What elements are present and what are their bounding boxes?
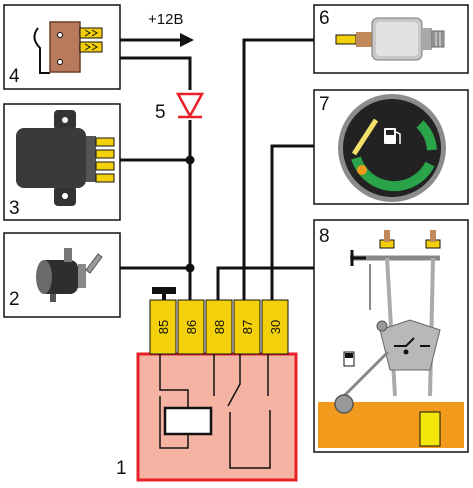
component-number: 8 [319,226,330,247]
relay-pin-label: 85 [156,320,171,334]
fuel-level-sensor-icon [318,230,464,448]
relay-pin-label: 88 [212,320,227,334]
relay-icon [136,287,298,482]
wire-4-to-diode [120,56,192,90]
component-number: 3 [9,198,20,219]
wire-30-to-7 [270,144,318,300]
relay-pins: 85 86 88 87 30 [149,299,289,355]
pressure-sensor-icon [335,17,445,61]
relay-pin [205,299,233,355]
wire-87-to-6 [242,38,318,300]
supply-label: +12В [148,11,183,28]
component-number: 2 [9,289,20,310]
component-number: 1 [116,458,127,479]
sensor-switch-icon [33,21,103,74]
relay-pin [261,299,289,355]
component-number: 6 [319,8,330,29]
relay-pin [177,299,205,355]
relay-block-icon [16,110,115,206]
relay-pin [149,299,177,355]
junction-dot [185,263,195,273]
component-number: 4 [9,66,20,87]
relay-pin-label: 87 [240,320,255,334]
junction-dot [185,155,195,165]
relay-pin [233,299,261,355]
component-number: 7 [319,94,330,115]
supply-arrow-icon [180,33,194,47]
diode-icon [175,92,205,119]
component-number: 5 [155,102,166,123]
relay-pin-label: 30 [268,320,283,334]
starter-motor-icon [36,248,103,302]
fuel-gauge-icon [338,94,446,202]
relay-pin-label: 86 [184,320,199,334]
wires [120,38,318,300]
wire-88-to-8 [216,266,318,300]
